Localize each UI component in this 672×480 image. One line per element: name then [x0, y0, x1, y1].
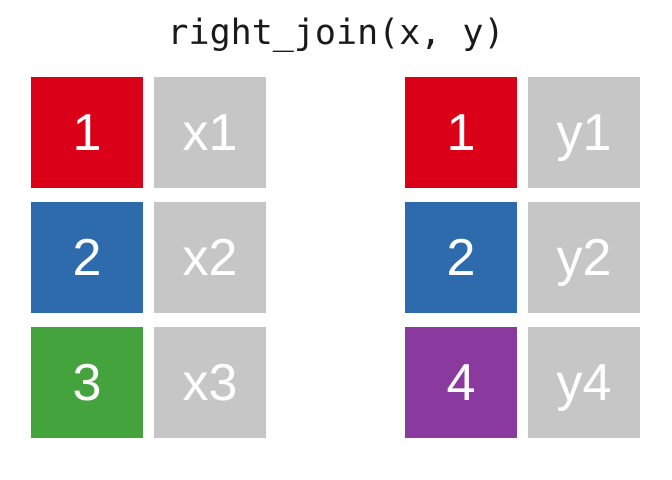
table-x-row3-value-cell: x3	[154, 327, 266, 438]
table-y-row2-value-cell: y2	[528, 202, 640, 313]
diagram-title: right_join(x, y)	[167, 13, 505, 53]
table-y-row2-key-cell: 2	[405, 202, 517, 313]
table-y: 1 y1 2 y2 4 y4	[405, 77, 640, 438]
table-x-row3-key-cell: 3	[31, 327, 143, 438]
table-x-row1-key-cell: 1	[31, 77, 143, 188]
table-x-row2-value-cell: x2	[154, 202, 266, 313]
table-x: 1 x1 2 x2 3 x3	[31, 77, 266, 438]
table-y-row1-key-cell: 1	[405, 77, 517, 188]
table-x-row1-value-cell: x1	[154, 77, 266, 188]
table-x-row2-key-cell: 2	[31, 202, 143, 313]
table-y-row3-value-cell: y4	[528, 327, 640, 438]
table-y-row1-value-cell: y1	[528, 77, 640, 188]
table-y-row3-key-cell: 4	[405, 327, 517, 438]
